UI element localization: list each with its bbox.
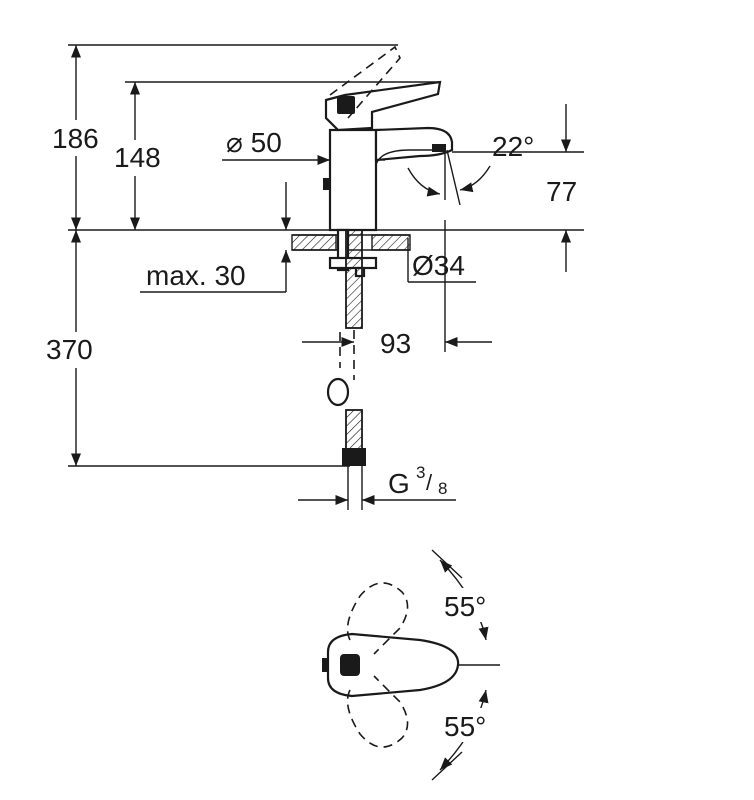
label-thread-denominator: 8	[438, 479, 447, 498]
label-body-diameter: ⌀ 50	[226, 127, 282, 158]
aerator-nub	[323, 178, 330, 190]
hose-connector-nut	[342, 448, 366, 466]
label-bg-370	[44, 332, 106, 368]
angle-arc-left	[407, 167, 441, 197]
label-outlet-height: 77	[546, 176, 577, 207]
label-spout-height: 148	[114, 142, 161, 173]
handle-cap	[337, 96, 355, 114]
label-total-height: 186	[52, 123, 99, 154]
angle-ref-upper	[431, 549, 463, 579]
drain-pull-knob	[326, 377, 350, 407]
label-bg-186	[50, 120, 112, 156]
handle-top-rotated-upper	[346, 582, 409, 655]
label-thread-numerator: 3	[416, 463, 425, 482]
angle-ref-lower	[431, 751, 463, 781]
label-hose-length: 370	[46, 334, 93, 365]
angle-ref-slant	[446, 149, 461, 206]
faucet-body	[328, 128, 378, 232]
flex-hose-lower	[345, 409, 363, 451]
deck-hatch-right	[371, 234, 411, 251]
handle-top-center	[326, 632, 460, 698]
spout-inner-curve	[375, 149, 440, 166]
angle-arc-right	[459, 165, 491, 193]
label-angle-lower: 55°	[444, 711, 486, 742]
top-view: 55° 55°	[322, 549, 504, 781]
spout-outlet	[432, 144, 446, 152]
handle-top-cap	[340, 654, 360, 676]
handle-top-rotated-lower	[346, 675, 409, 748]
label-max-deck-thickness: max. 30	[146, 260, 246, 291]
label-thread-prefix: G	[388, 468, 410, 499]
label-bg-148	[112, 140, 172, 176]
label-angle-upper: 55°	[444, 591, 486, 622]
label-hole-diameter: Ø34	[412, 250, 465, 281]
label-bg-55-upper	[440, 588, 504, 622]
label-bg-55-lower	[440, 708, 504, 742]
side-view: 186 148 370 ⌀ 50 77	[44, 44, 584, 510]
label-projection: 93	[380, 328, 411, 359]
flex-hose-upper	[345, 229, 363, 329]
faucet-handle	[324, 80, 442, 132]
body-top-nub	[322, 658, 328, 672]
label-spout-angle: 22°	[492, 131, 534, 162]
label-thread-slash: /	[426, 470, 433, 495]
deck-hatch-left	[291, 234, 337, 251]
